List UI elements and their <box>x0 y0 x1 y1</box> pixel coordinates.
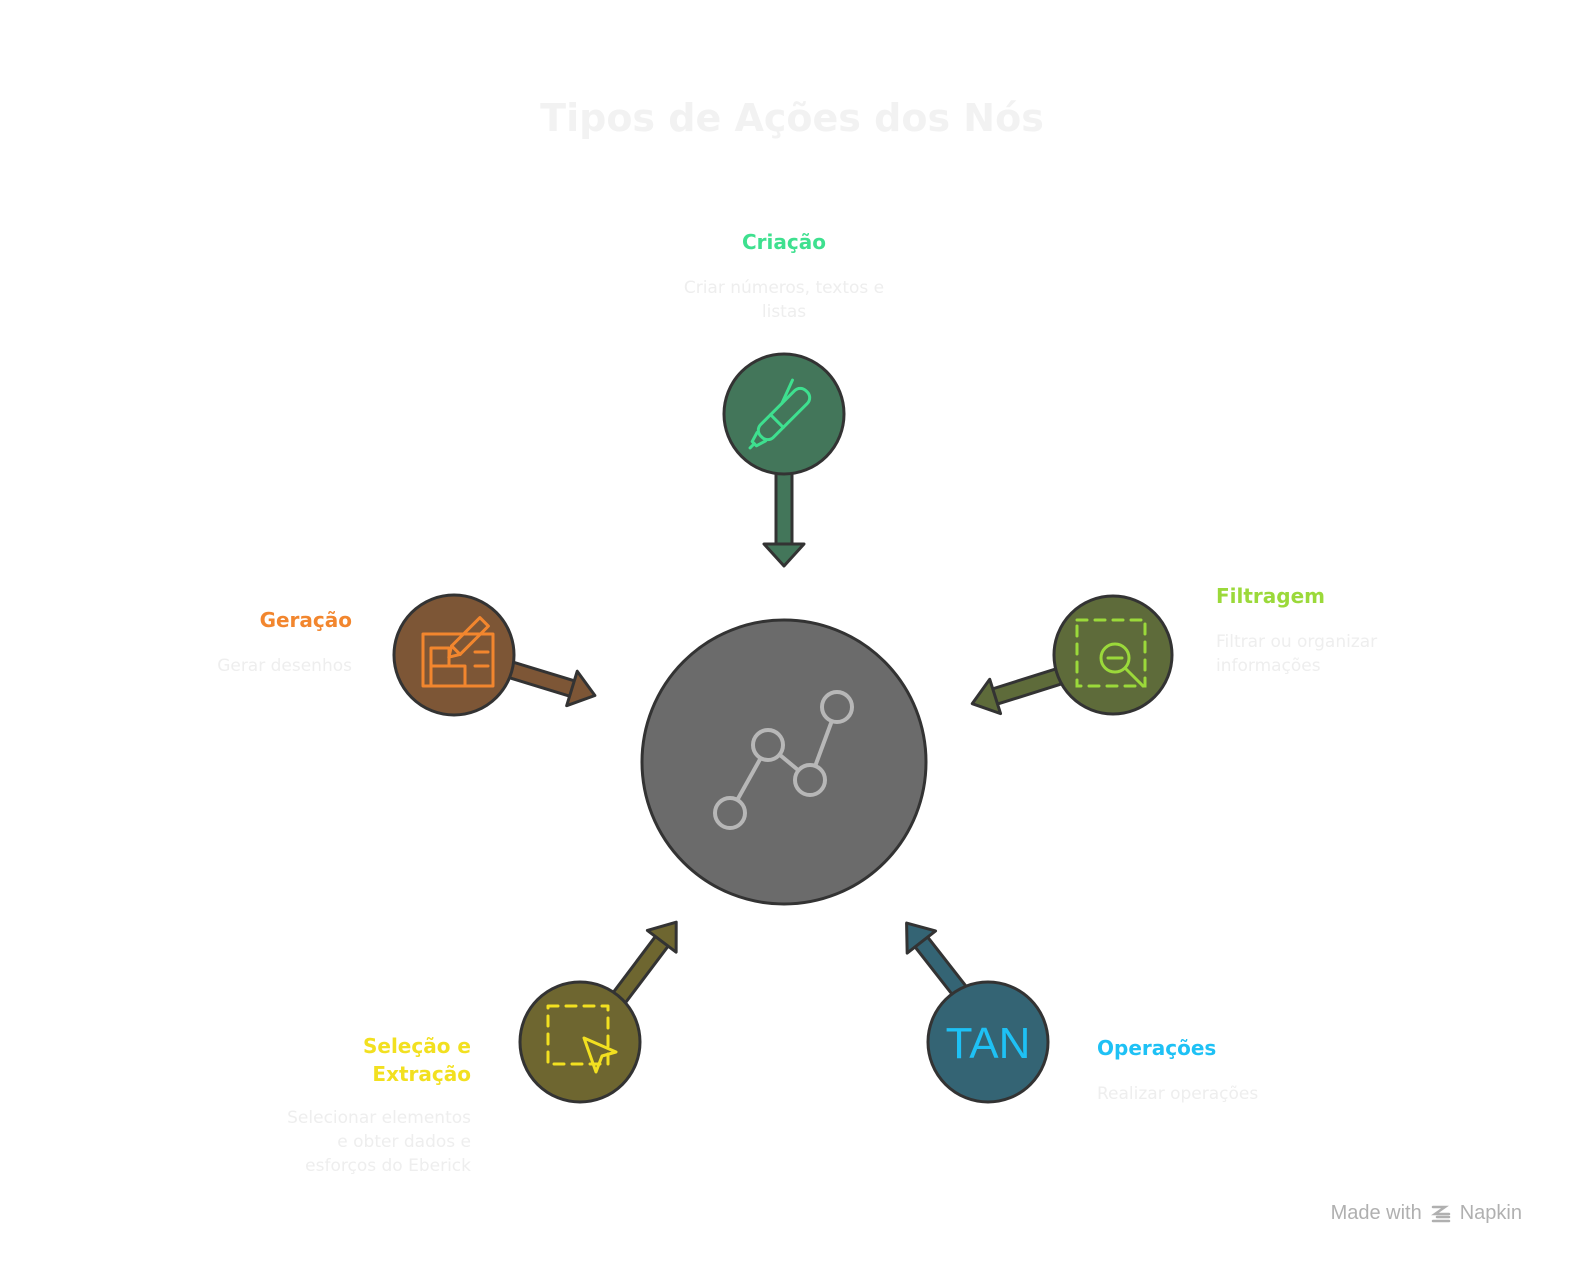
node-selecao <box>518 980 642 1104</box>
node-geracao <box>392 593 516 717</box>
tan-text-icon: TAN <box>946 1019 1031 1068</box>
node-description-filtragem: Filtrar ou organizar informações <box>1216 632 1378 676</box>
node-label-filtragem: Filtragem <box>1216 584 1326 608</box>
napkin-logo-icon <box>1430 1205 1450 1222</box>
graph-nodes-icon <box>713 690 854 830</box>
pen-icon <box>748 378 812 450</box>
node-description-selecao: Selecionar elementos e obter dados e esf… <box>211 1106 471 1178</box>
node-description-operacoes: Realizar operações <box>1097 1084 1259 1104</box>
node-label-operacoes: Operações <box>1097 1036 1217 1060</box>
watermark-prefix: Made with <box>1330 1202 1422 1224</box>
central-hub <box>640 618 928 906</box>
drawing-board-icon <box>421 616 495 688</box>
node-description-selecao-line-2: e obter dados e <box>337 1132 471 1152</box>
node-label-selecao-line-1: Seleção e <box>362 1034 471 1058</box>
node-label-criacao: Criação <box>742 230 826 254</box>
node-label-selecao: Seleção e Extração <box>271 1032 471 1088</box>
arrow-filtragem <box>970 666 1065 716</box>
arrow-selecao <box>601 920 678 1017</box>
zoom-out-selection-icon <box>1075 618 1147 688</box>
arrow-criacao <box>762 466 806 568</box>
node-criacao <box>722 352 846 476</box>
node-description-geracao: Gerar desenhos <box>217 656 352 676</box>
cursor-selection-icon <box>546 1004 618 1074</box>
node-description-criacao: Criar números, textos e listas <box>683 278 885 322</box>
arrow-operacoes <box>905 921 971 1002</box>
node-description-selecao-line-1: Selecionar elementos <box>287 1108 471 1128</box>
arrow-geracao <box>500 658 597 708</box>
node-label-selecao-line-2: Extração <box>372 1062 471 1086</box>
node-description-selecao-line-3: esforços do Eberick <box>305 1156 471 1176</box>
node-filtragem <box>1052 594 1174 716</box>
node-label-geracao: Geração <box>259 608 352 632</box>
watermark-brand: Napkin <box>1459 1202 1522 1224</box>
node-operacoes: TAN <box>926 980 1050 1104</box>
napkin-watermark[interactable]: Made with Napkin <box>1331 1202 1522 1225</box>
page-title: Tipos de Ações dos Nós <box>540 96 1044 140</box>
